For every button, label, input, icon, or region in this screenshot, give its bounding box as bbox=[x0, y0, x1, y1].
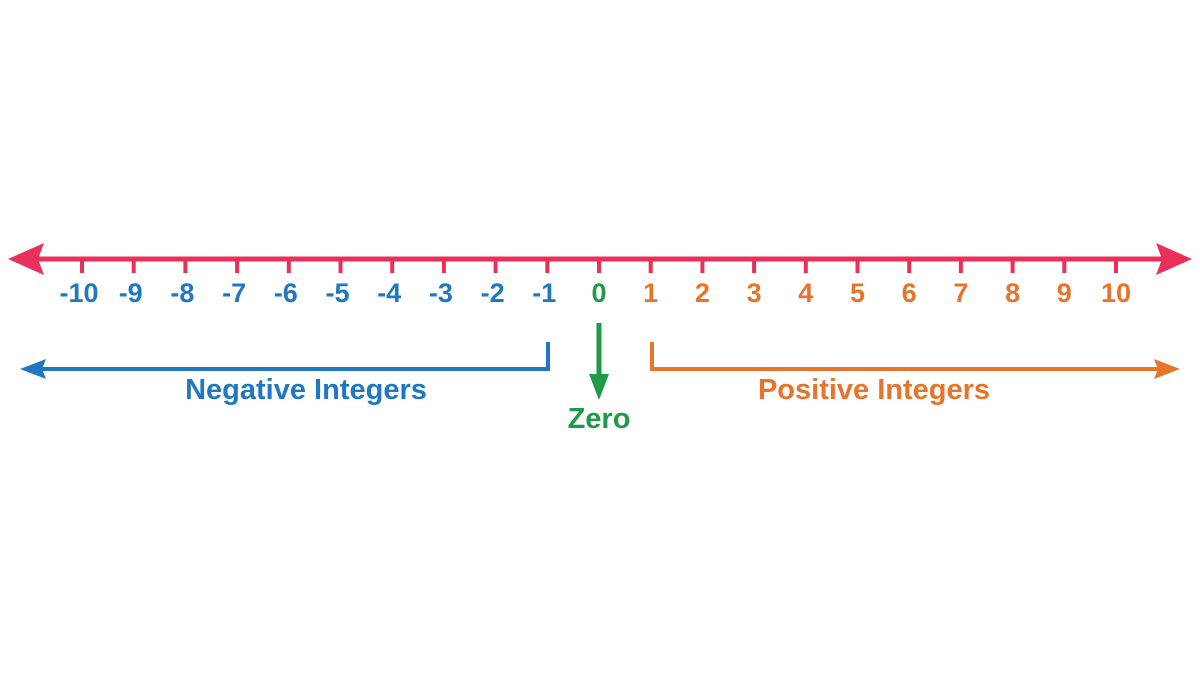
tick-label: -5 bbox=[325, 278, 349, 308]
positive-integers-bracket: Positive Integers bbox=[650, 342, 1180, 406]
positive-bracket-line bbox=[650, 342, 1162, 371]
negative-integers-label: Negative Integers bbox=[185, 374, 427, 406]
tick-marks bbox=[80, 257, 1118, 273]
tick-label: -9 bbox=[119, 278, 143, 308]
tick-label: 3 bbox=[747, 278, 762, 308]
tick-label: 7 bbox=[953, 278, 968, 308]
tick-label: 9 bbox=[1057, 278, 1072, 308]
tick-label: 0 bbox=[591, 278, 606, 308]
tick-label: -8 bbox=[170, 278, 194, 308]
tick-label: 6 bbox=[902, 278, 917, 308]
tick-label: -6 bbox=[274, 278, 298, 308]
negative-bracket-line bbox=[38, 342, 550, 371]
positive-bracket-arrowhead bbox=[1154, 359, 1180, 379]
tick-label: -3 bbox=[429, 278, 453, 308]
tick-label: 2 bbox=[695, 278, 710, 308]
tick-label: 8 bbox=[1005, 278, 1020, 308]
tick-label: 10 bbox=[1101, 278, 1131, 308]
tick-label: 4 bbox=[798, 278, 813, 308]
negative-integers-bracket: Negative Integers bbox=[20, 342, 550, 406]
axis-left-arrowhead bbox=[8, 243, 44, 275]
tick-label: -7 bbox=[222, 278, 246, 308]
tick-label: -10 bbox=[59, 278, 98, 308]
zero-label: Zero bbox=[568, 403, 631, 435]
negative-bracket-arrowhead bbox=[20, 359, 46, 379]
positive-integers-label: Positive Integers bbox=[758, 374, 990, 406]
zero-indicator: Zero bbox=[568, 323, 631, 435]
tick-label: -2 bbox=[481, 278, 505, 308]
zero-arrowhead bbox=[589, 374, 609, 400]
tick-label: 1 bbox=[643, 278, 658, 308]
axis-right-arrowhead bbox=[1156, 243, 1192, 275]
tick-label: -1 bbox=[532, 278, 556, 308]
tick-label: 5 bbox=[850, 278, 865, 308]
tick-label: -4 bbox=[377, 278, 401, 308]
